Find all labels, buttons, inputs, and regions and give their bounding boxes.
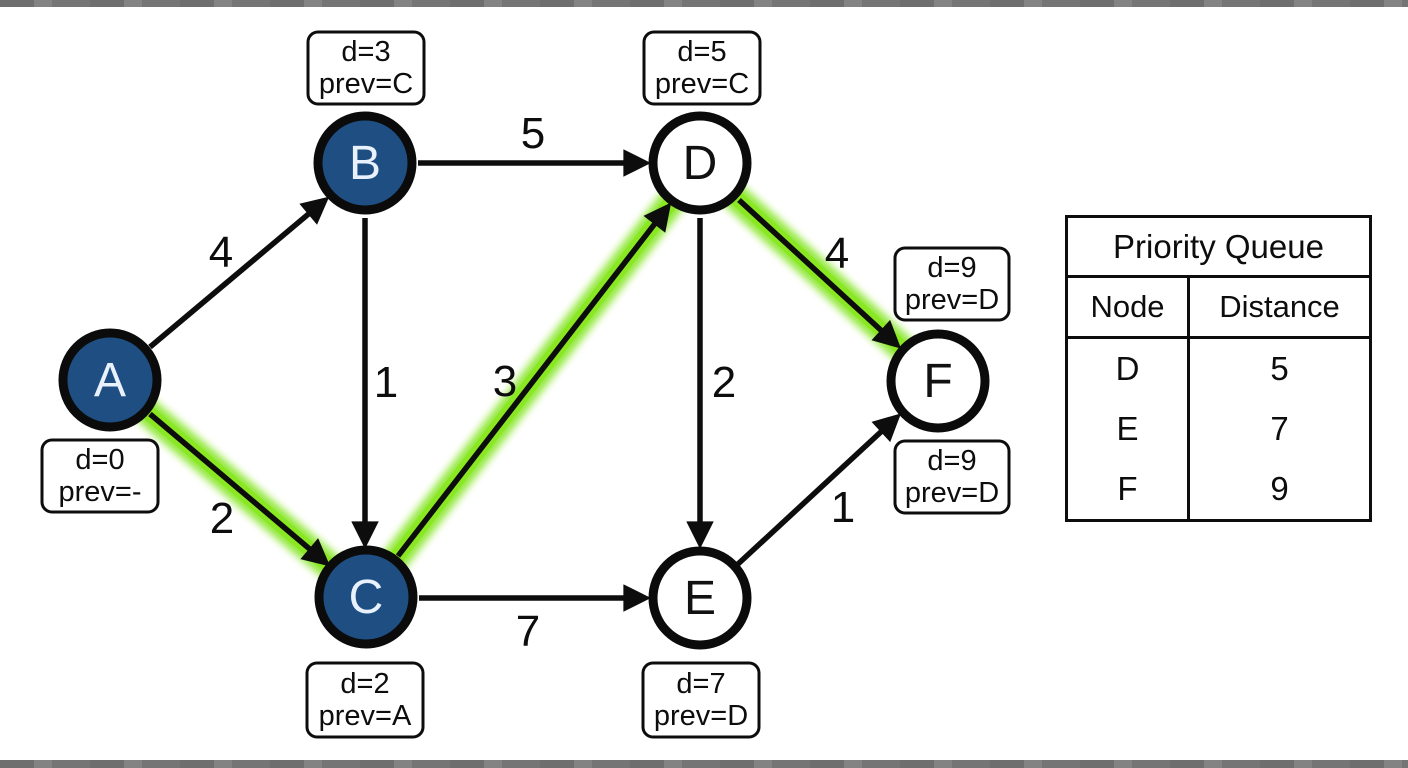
- info-box-e-frame: [641, 661, 761, 739]
- node-c-label: C: [349, 571, 384, 624]
- weight-b-c: 1: [374, 358, 398, 407]
- weight-c-d: 3: [493, 357, 517, 406]
- priority-queue-title: Priority Queue: [1068, 218, 1369, 278]
- edge-a-c: [148, 411, 331, 567]
- priority-queue-grid: Node Distance D E F 5 7 9: [1068, 278, 1369, 519]
- node-e-label: E: [684, 572, 716, 625]
- info-f-above-prev: prev=D: [905, 284, 999, 316]
- weight-c-e: 7: [516, 607, 540, 656]
- priority-queue-node-column: D E F: [1068, 339, 1190, 519]
- info-f-below-dist: d=9: [927, 445, 976, 477]
- bottom-border-artifact: [0, 760, 1408, 768]
- edge-weights: 4 2 1 5 3 7 2 4 1: [209, 109, 855, 656]
- info-a-prev: prev=-: [58, 476, 141, 508]
- node-info-boxes: d=3 prev=C d=5 prev=C d=0 prev=- d=9 pre…: [40, 30, 1011, 739]
- weight-d-f: 4: [825, 229, 849, 278]
- node-d-circle: [648, 111, 752, 215]
- info-box-f-below: d=9 prev=D: [893, 439, 1011, 515]
- info-box-a: d=0 prev=-: [40, 438, 160, 514]
- info-box-f-above: d=9 prev=D: [893, 246, 1011, 322]
- node-a-circle: [58, 328, 162, 432]
- node-b-circle: [313, 111, 417, 215]
- weight-a-c: 2: [210, 494, 234, 543]
- graph-edges: [148, 149, 902, 612]
- weight-d-e: 2: [712, 358, 736, 407]
- weight-b-d: 5: [521, 109, 545, 158]
- info-e-prev: prev=D: [654, 700, 748, 732]
- info-box-c: d=2 prev=A: [305, 661, 425, 739]
- queue-row-distance: 9: [1270, 470, 1289, 507]
- queue-row-node: F: [1117, 470, 1138, 507]
- info-d-prev: prev=C: [655, 68, 749, 100]
- column-header-node: Node: [1068, 278, 1190, 336]
- info-c-prev: prev=A: [319, 700, 412, 732]
- info-box-a-frame: [40, 438, 160, 514]
- edge-d-f: [737, 197, 902, 349]
- priority-queue-body: D E F 5 7 9: [1068, 339, 1369, 519]
- node-e-circle: [648, 546, 752, 650]
- node-d-label: D: [683, 137, 718, 190]
- info-e-dist: d=7: [676, 668, 725, 700]
- info-box-e: d=7 prev=D: [641, 661, 761, 739]
- queue-row-distance: 7: [1270, 410, 1289, 447]
- info-box-c-frame: [305, 661, 425, 739]
- info-f-below-prev: prev=D: [905, 477, 999, 509]
- info-box-f-above-frame: [893, 246, 1011, 322]
- info-box-d: d=5 prev=C: [642, 30, 762, 106]
- graph-nodes: A B C D E F: [58, 111, 990, 650]
- edge-c-d: [395, 202, 672, 558]
- priority-queue-table: Priority Queue Node Distance D E F 5 7 9: [1065, 215, 1372, 522]
- info-c-dist: d=2: [340, 668, 389, 700]
- node-a-label: A: [94, 354, 126, 407]
- column-header-distance: Distance: [1219, 289, 1340, 324]
- info-b-dist: d=3: [341, 36, 390, 68]
- info-a-dist: d=0: [75, 444, 124, 476]
- weight-e-f: 1: [831, 483, 855, 532]
- info-box-d-frame: [642, 30, 762, 106]
- info-d-dist: d=5: [677, 36, 726, 68]
- priority-queue-distance-column: 5 7 9: [1190, 339, 1369, 519]
- queue-row-node: D: [1115, 350, 1140, 387]
- queue-row-distance: 5: [1270, 350, 1289, 387]
- edge-a-b: [148, 196, 330, 350]
- info-box-b-frame: [306, 30, 426, 106]
- queue-row-node: E: [1116, 410, 1139, 447]
- node-b-label: B: [349, 137, 381, 190]
- node-c-circle: [314, 545, 418, 649]
- node-f-label: F: [923, 355, 952, 408]
- info-b-prev: prev=C: [319, 68, 413, 100]
- edge-e-f: [736, 413, 902, 567]
- info-box-b: d=3 prev=C: [306, 30, 426, 106]
- weight-a-b: 4: [209, 228, 233, 277]
- info-box-f-below-frame: [893, 439, 1011, 515]
- priority-queue-header-row: Node Distance: [1068, 278, 1369, 339]
- info-f-above-dist: d=9: [927, 252, 976, 284]
- top-border-artifact: [0, 0, 1408, 7]
- node-f-circle: [886, 329, 990, 433]
